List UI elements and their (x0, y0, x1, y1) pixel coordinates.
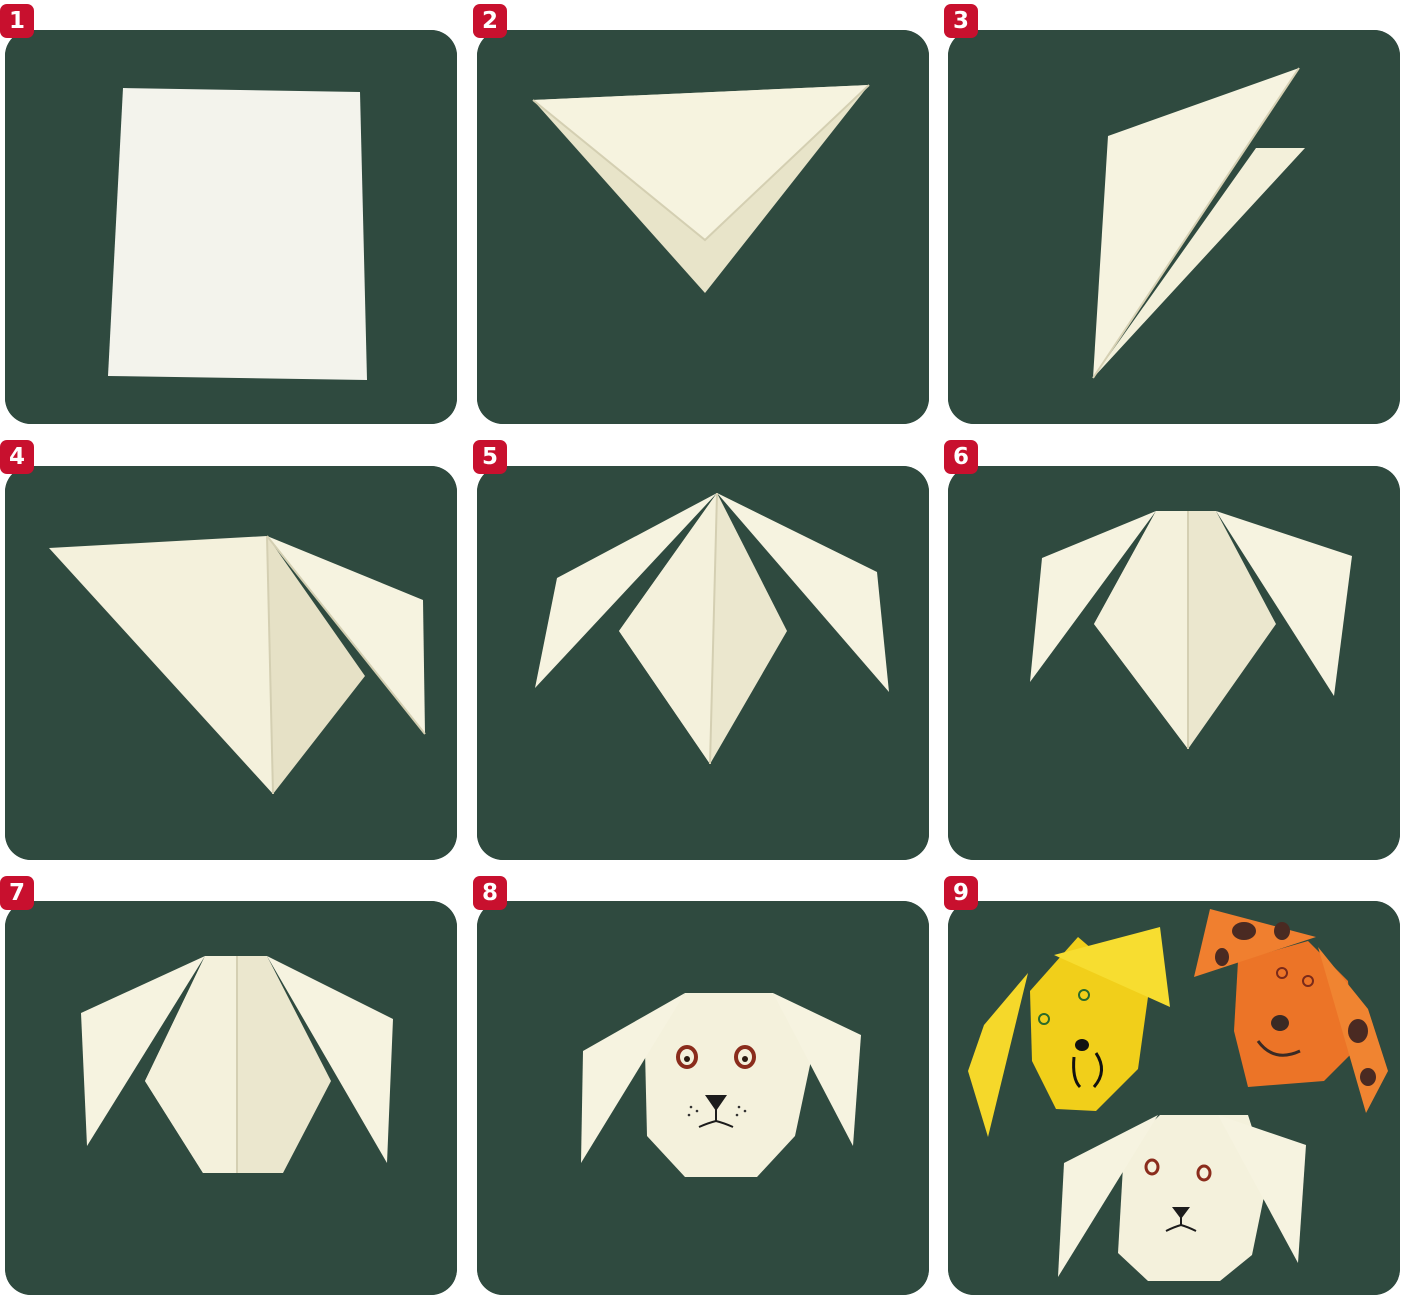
step-photo-5 (477, 466, 929, 860)
one-ear-folded-icon (5, 466, 457, 860)
three-dog-faces-icon (948, 901, 1400, 1295)
bottom-tip-folded-icon (5, 901, 457, 1295)
dog-face-drawn-icon (477, 901, 929, 1295)
triangle-folded-in-half-icon (948, 30, 1400, 424)
step-photo-8 (477, 901, 929, 1295)
step-photo-4 (5, 466, 457, 860)
step-photo-2 (477, 30, 929, 424)
paper-square-icon (5, 30, 457, 424)
step-badge-9: 9 (944, 876, 978, 910)
step-photo-9 (948, 901, 1400, 1295)
step-badge-6: 6 (944, 440, 978, 474)
step-photo-3 (948, 30, 1400, 424)
step-badge-3: 3 (944, 4, 978, 38)
step-badge-4: 4 (0, 440, 34, 474)
step-badge-1: 1 (0, 4, 34, 38)
both-ears-folded-icon (477, 466, 929, 860)
step-badge-5: 5 (473, 440, 507, 474)
step-photo-6 (948, 466, 1400, 860)
step-photo-1 (5, 30, 457, 424)
top-tip-folded-icon (948, 466, 1400, 860)
step-photo-7 (5, 901, 457, 1295)
step-badge-8: 8 (473, 876, 507, 910)
triangle-fold-icon (477, 30, 929, 424)
step-badge-2: 2 (473, 4, 507, 38)
step-badge-7: 7 (0, 876, 34, 910)
